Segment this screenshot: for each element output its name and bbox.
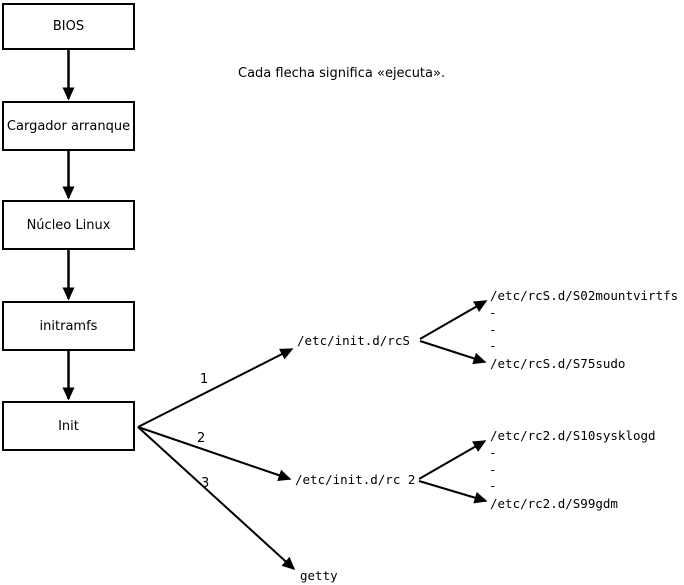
arrow-init-to-rcS: [137, 348, 294, 428]
rc2-ellipsis-dash: -: [489, 445, 497, 460]
script-path-getty: getty: [300, 568, 338, 583]
rcS-ellipsis-dash: -: [489, 338, 497, 353]
rc2-item-s10sysklogd: /etc/rc2.d/S10sysklogd: [490, 428, 656, 443]
flow-box-linux-kernel: Núcleo Linux: [2, 200, 135, 250]
rcS-item-s75sudo: /etc/rcS.d/S75sudo: [490, 356, 626, 371]
rc2-ellipsis-dash: -: [489, 462, 497, 477]
script-path-rc2: /etc/init.d/rc 2: [295, 472, 416, 487]
script-path-rcS: /etc/init.d/rcS: [297, 333, 410, 348]
flow-box-boot-loader: Cargador arranque: [2, 101, 135, 151]
arrow-init-to-getty: [137, 426, 296, 571]
arrow-rc2-to-s10: [418, 440, 487, 480]
rcS-ellipsis-dash: -: [489, 305, 497, 320]
edge-label-2: 2: [197, 431, 206, 446]
rc2-item-s99gdm: /etc/rc2.d/S99gdm: [490, 496, 618, 511]
edge-label-1: 1: [200, 372, 209, 387]
flow-box-init: Init: [2, 401, 135, 451]
flow-box-initramfs: initramfs: [2, 301, 135, 351]
rc2-ellipsis-dash: -: [489, 478, 497, 493]
rcS-ellipsis-dash: -: [489, 322, 497, 337]
arrow-meaning-note: Cada flecha significa «ejecuta».: [238, 66, 446, 81]
arrow-init-to-rc2: [137, 426, 292, 481]
arrow-rcS-to-s02: [419, 300, 488, 340]
flow-box-bios: BIOS: [2, 3, 135, 50]
rcS-item-s02mountvirtfs: /etc/rcS.d/S02mountvirtfs: [490, 288, 679, 303]
arrow-rcS-to-s75: [419, 340, 487, 365]
arrow-rc2-to-s99: [418, 480, 488, 504]
edge-label-3: 3: [201, 476, 210, 491]
